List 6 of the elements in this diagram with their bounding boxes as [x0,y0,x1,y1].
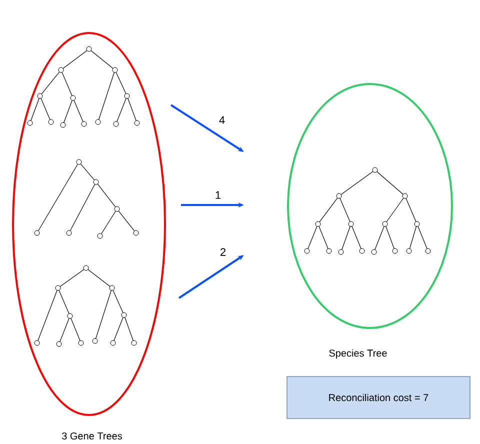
group-caption: Species Tree [329,349,387,359]
cost-box: Reconciliation cost = 7 [286,376,470,419]
edge-label: 2 [218,247,228,257]
group-caption: 3 Gene Trees [62,432,122,440]
edge-label: 4 [218,115,226,125]
edge-label: 1 [214,190,222,200]
